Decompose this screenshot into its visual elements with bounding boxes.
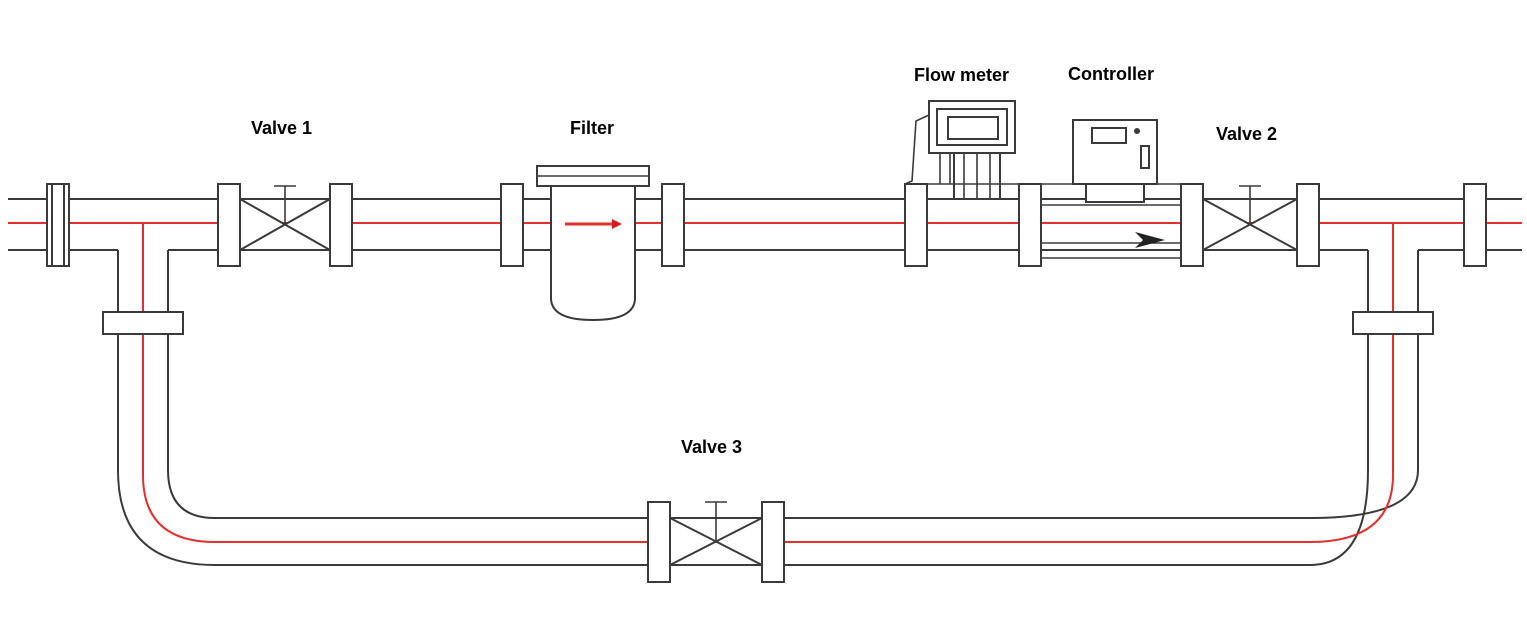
flow-meter-label: Flow meter xyxy=(914,65,1009,85)
valve-1-symbol xyxy=(239,185,331,252)
flow-arrow-icon xyxy=(1135,232,1165,248)
controller-indicator-icon xyxy=(1134,128,1140,134)
valve-3-label: Valve 3 xyxy=(681,437,742,457)
filter-arrow-icon xyxy=(612,219,622,229)
controller-symbol xyxy=(1041,119,1181,203)
bypass-flanges xyxy=(102,311,1434,583)
valve-3-symbol xyxy=(669,501,763,567)
flow-meter-symbol xyxy=(904,100,1019,200)
filter-label: Filter xyxy=(570,118,614,138)
filter-symbol xyxy=(536,165,650,322)
valve-2-label: Valve 2 xyxy=(1216,124,1277,144)
bypass-flow-line xyxy=(142,223,1394,543)
main-pipe xyxy=(8,198,1522,251)
measuring-tube xyxy=(1041,204,1181,259)
valve-2-symbol xyxy=(1202,185,1298,252)
main-flanges xyxy=(46,183,1487,267)
controller-label: Controller xyxy=(1068,64,1154,84)
valve-1-label: Valve 1 xyxy=(251,118,312,138)
bypass-pipe xyxy=(117,250,1419,566)
